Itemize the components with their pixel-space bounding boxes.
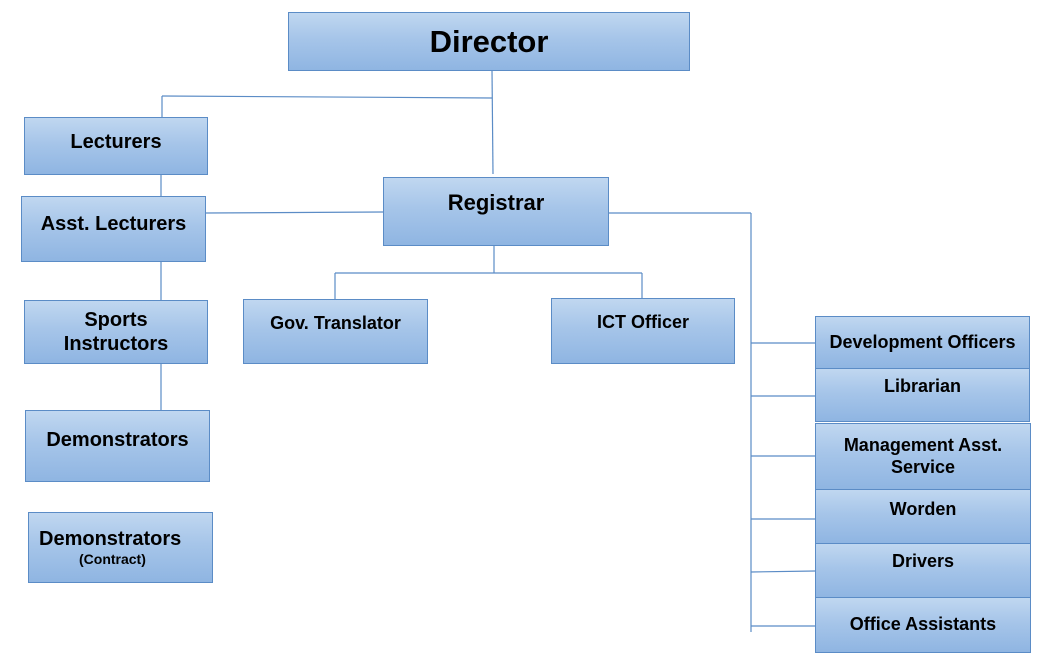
demonstrators-contract-label: Demonstrators <box>39 528 182 551</box>
lecturers-box: Lecturers <box>24 117 208 175</box>
demonstrators-label: Demonstrators <box>46 429 189 451</box>
management-asst-line1: Management Asst. <box>843 434 1003 455</box>
gov-translator-box: Gov. Translator <box>243 299 428 364</box>
demonstrators-contract-sub: (Contract) <box>79 551 146 568</box>
librarian-box: Librarian <box>815 368 1030 422</box>
management-asst-box: Management Asst. Service <box>815 423 1031 490</box>
sports-instructors-line2: Instructors <box>63 333 169 355</box>
drivers-label: Drivers <box>891 551 955 571</box>
demonstrators-contract-box: Demonstrators (Contract) <box>28 512 213 583</box>
development-officers-box: Development Officers <box>815 316 1030 369</box>
librarian-label: Librarian <box>883 376 962 396</box>
office-assistants-label: Office Assistants <box>849 614 997 635</box>
registrar-box: Registrar <box>383 177 609 246</box>
asst-lecturers-box: Asst. Lecturers <box>21 196 206 262</box>
director-label: Director <box>429 23 549 59</box>
ict-officer-label: ICT Officer <box>596 312 689 332</box>
demonstrators-box: Demonstrators <box>25 410 210 482</box>
asst-lecturers-label: Asst. Lecturers <box>40 213 187 235</box>
lecturers-label: Lecturers <box>70 131 162 153</box>
gov-translator-label: Gov. Translator <box>270 313 401 333</box>
ict-officer-box: ICT Officer <box>551 298 735 364</box>
management-asst-line2: Service <box>890 456 956 477</box>
sports-instructors-box: Sports Instructors <box>24 300 208 364</box>
director-box: Director <box>288 12 690 71</box>
worden-box: Worden <box>815 489 1031 544</box>
drivers-box: Drivers <box>815 543 1031 598</box>
sports-instructors-line1: Sports <box>84 309 148 331</box>
worden-label: Worden <box>889 499 957 519</box>
registrar-label: Registrar <box>447 190 545 215</box>
office-assistants-box: Office Assistants <box>815 597 1031 653</box>
development-officers-label: Development Officers <box>829 331 1016 352</box>
